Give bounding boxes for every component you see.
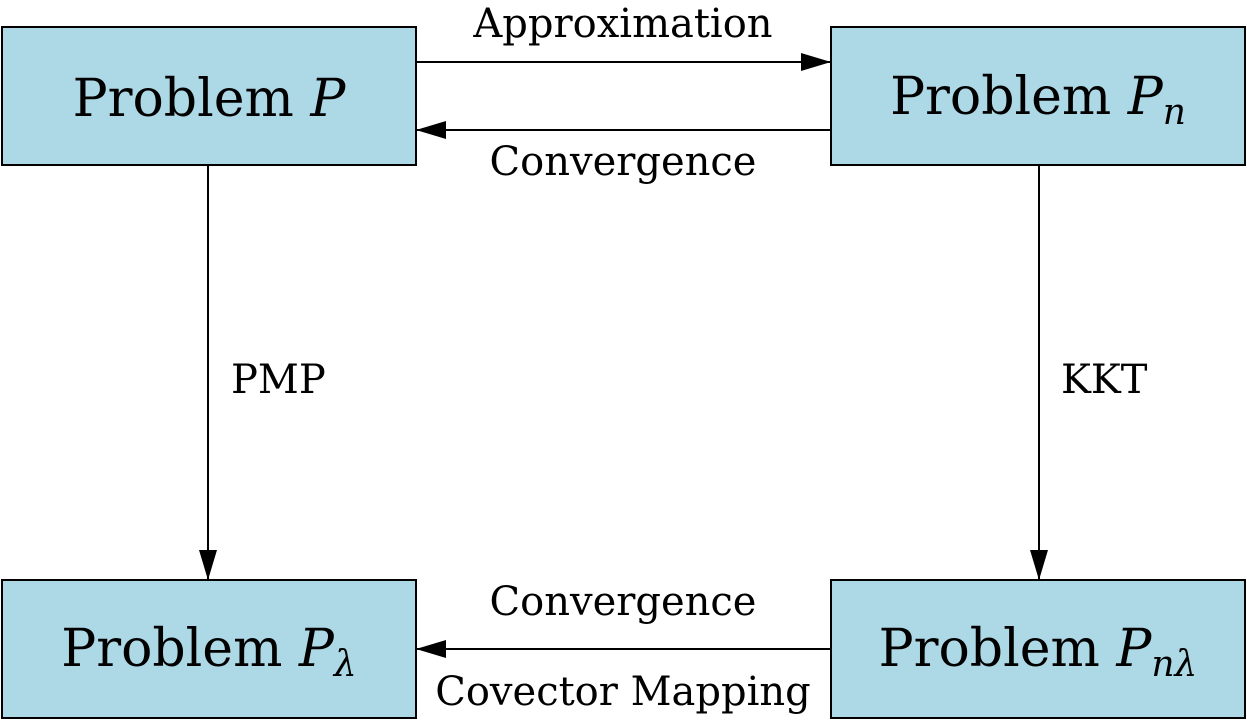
svg-text:Problem Pλ: Problem Pλ (61, 619, 357, 685)
label-convergence-top: Convergence (490, 139, 757, 185)
label-convergence-bottom: Convergence (490, 579, 757, 625)
svg-text:Problem P: Problem P (73, 69, 347, 129)
node-problem-p: Problem P (1, 26, 417, 166)
node-problem-pnlambda: Problem Pnλ (830, 579, 1246, 719)
svg-text:Problem Pn: Problem Pn (890, 67, 1186, 133)
label-kkt: KKT (1061, 357, 1148, 403)
label-covector-mapping: Covector Mapping (435, 669, 811, 715)
svg-text:Problem Pnλ: Problem Pnλ (879, 619, 1198, 685)
node-problem-pn: Problem Pn (830, 26, 1246, 166)
node-problem-plambda: Problem Pλ (1, 579, 417, 719)
label-pmp: PMP (231, 357, 326, 403)
label-approximation: Approximation (472, 1, 772, 47)
